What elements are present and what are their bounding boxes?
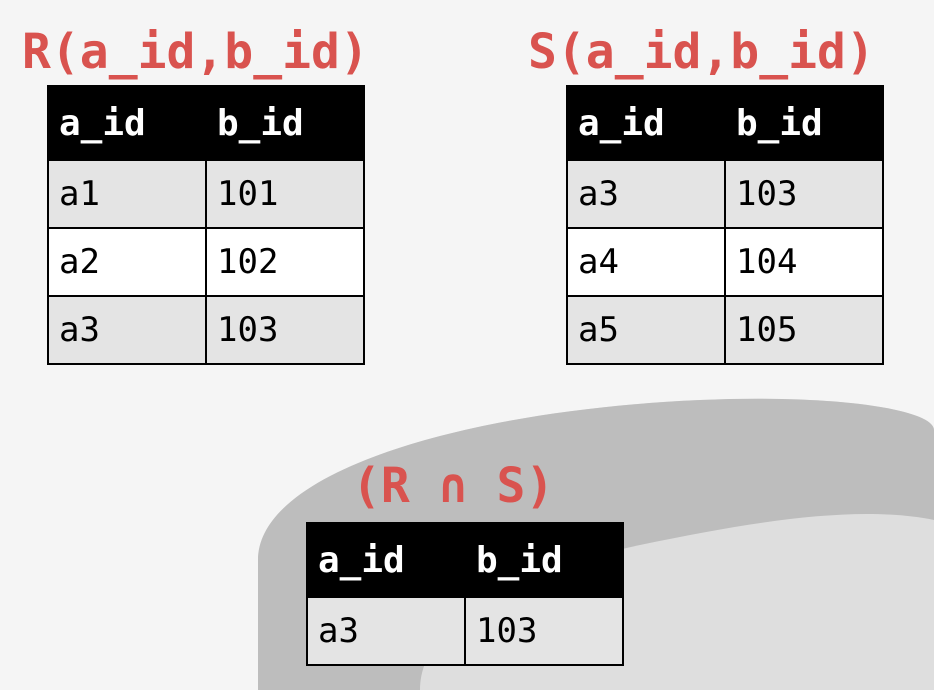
table-cell: 104 <box>724 227 884 297</box>
table-row: a4 104 <box>566 227 884 297</box>
column-header: b_id <box>205 85 365 161</box>
header-row: a_id b_id <box>47 85 365 161</box>
table-cell: a2 <box>47 227 207 297</box>
column-header: a_id <box>47 85 207 161</box>
header-row: a_id b_id <box>566 85 884 161</box>
table-cell: a5 <box>566 295 726 365</box>
table-cell: a3 <box>566 159 726 229</box>
relation-r-table: a_id b_id a1 101 a2 102 a3 103 <box>47 85 365 365</box>
table-cell: 103 <box>724 159 884 229</box>
intersection-title: (R ∩ S) <box>352 458 555 514</box>
table-cell: a3 <box>47 295 207 365</box>
header-row: a_id b_id <box>306 522 624 598</box>
relation-s-table: a_id b_id a3 103 a4 104 a5 105 <box>566 85 884 365</box>
table-row: a2 102 <box>47 227 365 297</box>
table-row: a3 103 <box>566 159 884 229</box>
table-cell: a4 <box>566 227 726 297</box>
relation-r-title: R(a_id,b_id) <box>22 24 369 80</box>
column-header: a_id <box>566 85 726 161</box>
column-header: a_id <box>306 522 466 598</box>
table-cell: a3 <box>306 596 466 666</box>
table-cell: 103 <box>205 295 365 365</box>
table-cell: 101 <box>205 159 365 229</box>
relation-s-title: S(a_id,b_id) <box>528 24 875 80</box>
table-row: a1 101 <box>47 159 365 229</box>
column-header: b_id <box>724 85 884 161</box>
table-cell: 105 <box>724 295 884 365</box>
table-row: a3 103 <box>47 295 365 365</box>
column-header: b_id <box>464 522 624 598</box>
table-cell: 102 <box>205 227 365 297</box>
intersection-result-table: a_id b_id a3 103 <box>306 522 624 666</box>
table-row: a3 103 <box>306 596 624 666</box>
table-cell: 103 <box>464 596 624 666</box>
table-cell: a1 <box>47 159 207 229</box>
table-row: a5 105 <box>566 295 884 365</box>
